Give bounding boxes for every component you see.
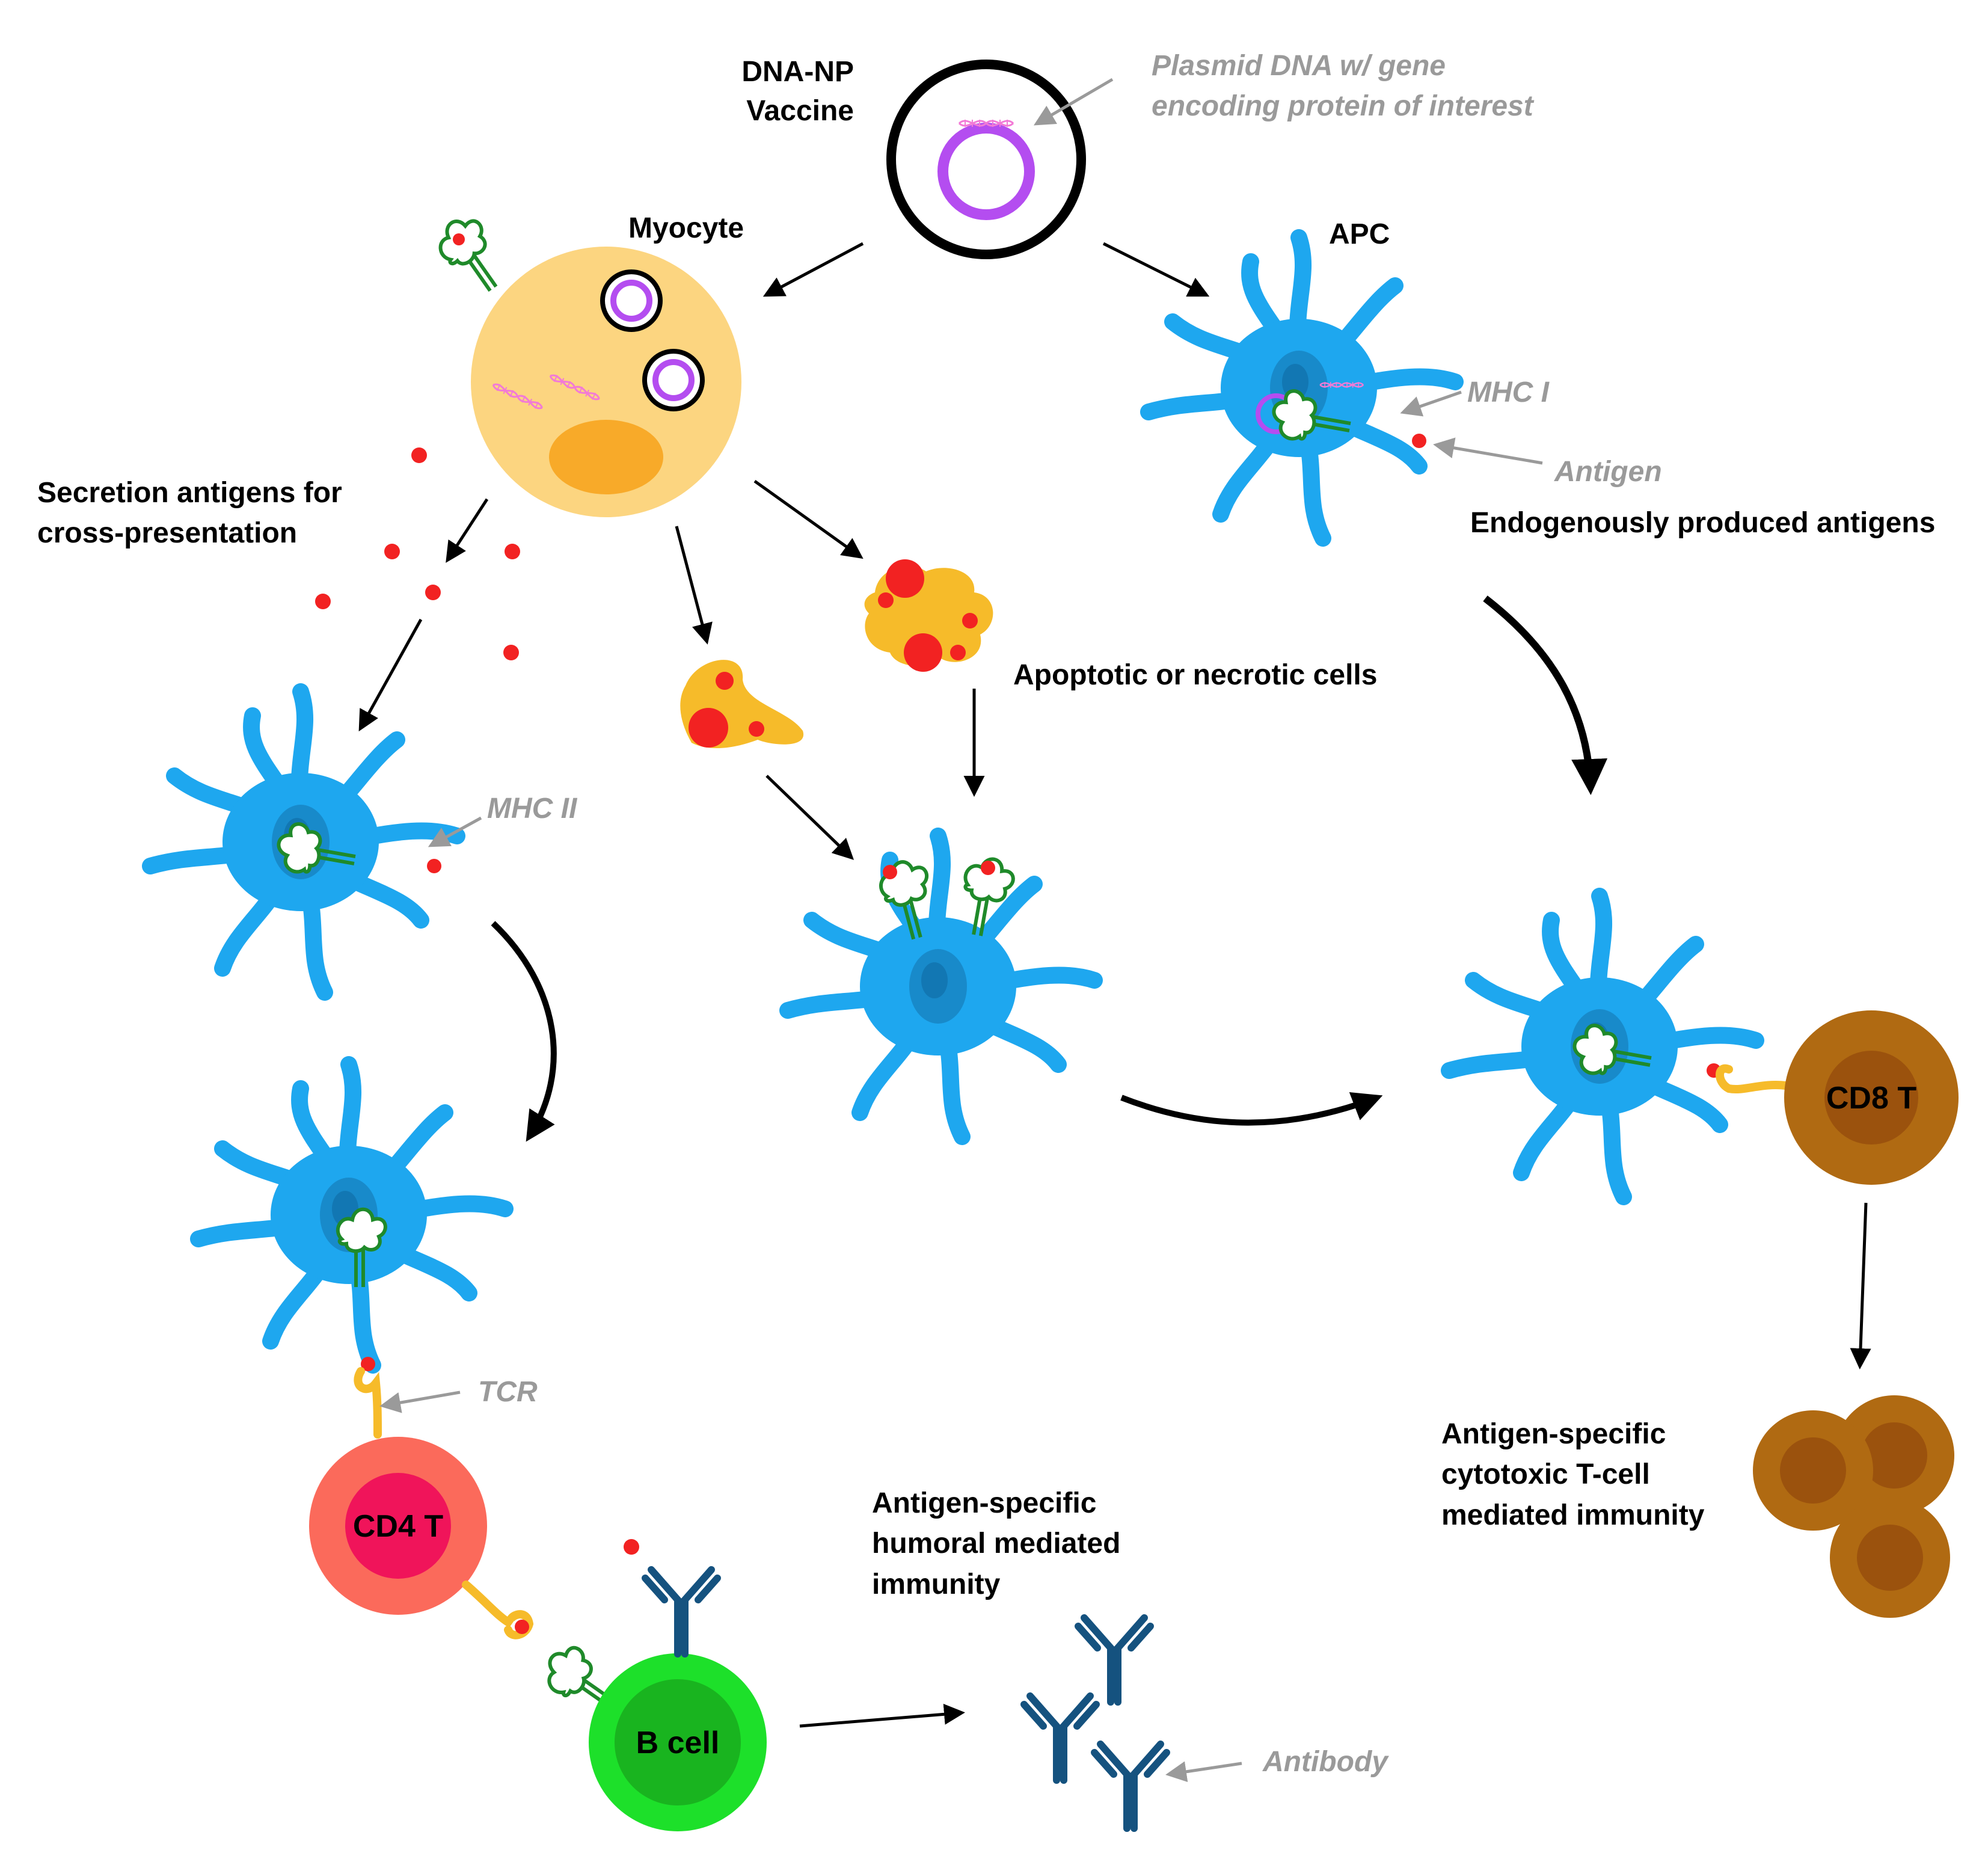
apoptotic-label: Apoptotic or necrotic cells (1013, 659, 1377, 691)
secreted-antigens (315, 447, 520, 660)
cd8-t-cell: CD8 T (1784, 1010, 1959, 1185)
arrow-secretion-to-apc (358, 618, 423, 732)
apoptotic-cell-small (680, 660, 804, 749)
secretion-label-line1: Secretion antigens for (37, 477, 342, 509)
arrow-bcell-to-antibodies (799, 1703, 965, 1728)
apc-mhc2-left (150, 692, 457, 992)
apc-right (1449, 896, 1756, 1197)
endogenous-label: Endogenously produced antigens (1470, 507, 1935, 539)
cd8-label: CD8 T (1826, 1081, 1916, 1116)
humoral-label-line3: immunity (872, 1569, 1001, 1600)
apc-label: APC (1329, 218, 1390, 250)
tcr-pointer (379, 1390, 461, 1413)
antigen-note: Antigen (1554, 456, 1662, 488)
tcr-note: TCR (478, 1376, 538, 1408)
apoptotic-cell-large (864, 559, 993, 672)
mhc1-note: MHC I (1467, 376, 1550, 408)
antigen-pointer (1433, 437, 1543, 465)
cd8-clones (1753, 1395, 1954, 1618)
myocyte-cell (431, 210, 741, 517)
arrow-myocyte-to-apoptotic-small (675, 526, 713, 645)
antigen-dot-icon (384, 544, 400, 559)
antibody-pointer (1165, 1761, 1242, 1783)
dna-np-vaccine (886, 60, 1086, 259)
antigen-dot-icon (425, 585, 441, 600)
antigen-dot-icon (624, 1539, 639, 1555)
antibody-icon (645, 1570, 717, 1654)
vaccine-label-line2: Vaccine (746, 95, 854, 127)
antigen-dot-icon (361, 1357, 375, 1371)
arrow-myocyte-to-apoptotic-large (753, 479, 864, 559)
mhc1-pointer (1400, 390, 1462, 417)
plasmid-pointer (1033, 78, 1114, 126)
vaccine-label-line1: DNA-NP (741, 56, 854, 88)
humoral-label-line1: Antigen-specific (872, 1487, 1096, 1519)
cd4-t-cell: CD4 T (309, 1437, 487, 1615)
arrow-apc-to-presenting-apc (1483, 595, 1608, 795)
mhc2-note: MHC II (487, 793, 578, 825)
mhc2-pointer (428, 816, 482, 847)
apc-lower-left (198, 1065, 505, 1365)
antibody-icon (1078, 1618, 1150, 1702)
b-cell: B cell (589, 1653, 767, 1831)
antibodies-group (1024, 1618, 1167, 1828)
plasmid-note-line2: encoding protein of interest (1152, 90, 1535, 122)
antigen-dot-icon (505, 544, 520, 559)
cd4-label: CD4 T (353, 1509, 443, 1544)
cytotoxic-label-line3: mediated immunity (1441, 1499, 1705, 1531)
tcr-icon (1716, 1064, 1790, 1093)
antigen-dot-icon (515, 1620, 529, 1634)
arrow-apc-to-lower-apc (491, 921, 557, 1142)
apc-top-right (1149, 238, 1455, 538)
antigen-dot-icon (411, 447, 427, 463)
antibody-note: Antibody (1262, 1746, 1389, 1778)
arrow-vaccine-to-myocyte (762, 242, 864, 297)
plasmid-note-line1: Plasmid DNA w/ gene (1152, 50, 1446, 82)
arrow-vaccine-to-apc (1102, 242, 1210, 297)
arrow-cd8-to-clones (1850, 1202, 1871, 1369)
bcell-label: B cell (636, 1725, 720, 1760)
cytotoxic-label-line2: cytotoxic T-cell (1441, 1458, 1650, 1490)
myocyte-label: Myocyte (628, 212, 744, 244)
apc-center (788, 836, 1094, 1137)
antibody-icon (1024, 1696, 1096, 1780)
humoral-label-line2: humoral mediated (872, 1528, 1120, 1559)
arrow-apoptotic-small-to-apc (765, 775, 854, 860)
antibody-icon (1094, 1744, 1167, 1828)
arrow-center-apc-to-right-apc (1120, 1092, 1383, 1126)
secretion-label-line2: cross-presentation (37, 517, 297, 549)
tcr-icon-cd4 (354, 1367, 382, 1439)
antigen-dot-icon (315, 594, 331, 609)
arrow-myocyte-secretion (446, 498, 489, 563)
antigen-dot-icon (503, 645, 519, 660)
cytotoxic-label-line1: Antigen-specific (1441, 1418, 1666, 1450)
